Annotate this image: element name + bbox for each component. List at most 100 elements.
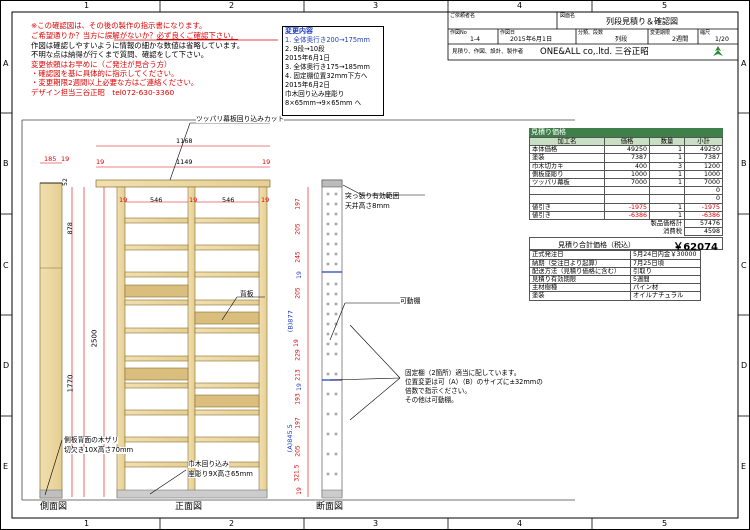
section-dim: 197 bbox=[294, 417, 302, 429]
grid-row-e-right: E bbox=[741, 462, 747, 471]
note-movable: 可動棚 bbox=[400, 297, 421, 305]
estimate-cell: 7000 bbox=[684, 178, 723, 188]
change-line-2: 2. 9段→10段 bbox=[285, 45, 325, 53]
note-side-1: 側板背面の木ザリ bbox=[64, 436, 119, 444]
dim-1168: 1168 bbox=[176, 137, 193, 145]
instruction-line-1: ※この確認図は、その後の製作の指示書になります。 bbox=[31, 21, 207, 30]
dim-19: 19 bbox=[189, 196, 198, 204]
shelves bbox=[124, 217, 260, 468]
dim-878: 878 bbox=[65, 222, 74, 235]
info-row: 塗装オイルナチュラル bbox=[529, 291, 701, 301]
dim-19: 19 bbox=[96, 158, 105, 166]
grid-col-2: 2 bbox=[229, 1, 235, 10]
section-dim: 229 bbox=[294, 349, 302, 361]
instruction-line-7: ・変更期限2週間以上必要な方はご連絡ください。 bbox=[31, 78, 199, 87]
side-notch bbox=[39, 489, 63, 499]
note-backboard: 背板 bbox=[240, 290, 254, 298]
note-tsukkake-1: 突っ張り有効範囲 bbox=[345, 192, 400, 200]
grid-col-1: 1 bbox=[84, 1, 90, 10]
grid-row-a-right: A bbox=[741, 59, 747, 68]
dim-52: 52 bbox=[61, 178, 69, 186]
work-no-label: 作図No bbox=[450, 30, 467, 36]
dim-1770: 1770 bbox=[66, 374, 75, 393]
side-view-label: 側面図 bbox=[40, 502, 68, 512]
grid-row-b-right: B bbox=[741, 159, 747, 168]
dim-19: 19 bbox=[261, 196, 270, 204]
period: 2週間 bbox=[672, 36, 689, 43]
scale: 1/20 bbox=[715, 36, 729, 43]
section-dim: 193 bbox=[294, 393, 302, 405]
estimate-cell: 1200 bbox=[684, 161, 723, 171]
side-view-drawing bbox=[39, 182, 63, 499]
dim-546: 546 bbox=[150, 196, 163, 204]
dim-19: 19 bbox=[262, 158, 271, 166]
section-dim: (A)845.5 bbox=[285, 424, 294, 453]
date-label: 作図日 bbox=[500, 30, 516, 36]
tax-label: 消費税 bbox=[663, 228, 682, 236]
estimate-header: 小計 bbox=[684, 136, 723, 147]
note-side-2: 切欠き10X高さ70mm bbox=[64, 446, 134, 454]
maker-label: 見積り、作図、設計、製作者 bbox=[452, 49, 524, 55]
total-value: ￥62074 bbox=[673, 242, 718, 254]
subtotal-value: 57476 bbox=[684, 219, 723, 229]
note-tsukkake-2: 天井高さ8mm bbox=[345, 202, 390, 210]
instruction-line-4: 不明な点は納得が行くまで質問、確認をして下さい。 bbox=[31, 50, 209, 59]
grid-row-d-right: D bbox=[741, 361, 748, 370]
back-board-left bbox=[124, 284, 189, 298]
change-line-4: 3. 全体奥行き175→185mm bbox=[285, 63, 370, 71]
grid-col-1-bottom: 1 bbox=[84, 519, 90, 528]
section-dim: 205 bbox=[294, 445, 302, 457]
estimate-header-row: 加工名 価格 数量 小計 bbox=[529, 136, 723, 147]
category-label: 分類、段数 bbox=[578, 30, 604, 36]
back-board-right bbox=[194, 311, 260, 325]
section-dim: 205 bbox=[294, 287, 302, 299]
section-base bbox=[321, 489, 343, 499]
dim-19: 19 bbox=[119, 196, 128, 204]
instruction-line-2a: ご希望通りか？当方に誤解がないか？ bbox=[31, 31, 157, 40]
change-line-1: 1. 全体奥行き200→175mm bbox=[285, 36, 370, 44]
note-fixed-3: 倍数で指示ください。 bbox=[405, 387, 471, 395]
estimate-cell: -1975 bbox=[684, 202, 723, 212]
tax-value: 4598 bbox=[684, 227, 723, 237]
section-outline bbox=[321, 179, 343, 498]
info-value: オイルナチュラル bbox=[630, 291, 701, 301]
drawing-name-label: 図面名 bbox=[560, 13, 576, 19]
info-row: 配送方法（見積り価格に含む）引取り bbox=[529, 266, 701, 277]
section-dim: 19 bbox=[295, 271, 303, 279]
grid-row-d: D bbox=[3, 361, 10, 370]
change-title: 変更内容 bbox=[285, 27, 313, 35]
date: 2015年6月1日 bbox=[510, 36, 553, 43]
back-board-left-2 bbox=[124, 367, 189, 381]
change-line-5: 4. 固定棚位置32mm下方へ bbox=[285, 72, 368, 80]
work-no: 1-4 bbox=[470, 36, 481, 43]
change-line-8: 8×65mm→9×65mm へ bbox=[285, 99, 362, 107]
total-box: 見積り合計価格（税込） ￥62074 bbox=[529, 237, 723, 254]
top-board bbox=[95, 179, 271, 188]
instruction-line-5: 変更依頼はお早めに（ご発注が見合う方） bbox=[31, 60, 172, 69]
section-dim: 321.5 bbox=[293, 464, 301, 482]
back-board-right-2 bbox=[194, 394, 260, 408]
note-fixed-2: 位置変更は可（A）（B）のサイズに±32mmの bbox=[405, 378, 543, 386]
grid-row-b: B bbox=[3, 159, 9, 168]
dim-19: 19 bbox=[61, 155, 70, 163]
middle-upright bbox=[187, 186, 196, 498]
subtotal-label: 製品価格計 bbox=[650, 220, 682, 228]
estimate-cell: 1000 bbox=[684, 169, 723, 180]
total-label: 見積り合計価格（税込） bbox=[558, 241, 635, 250]
instruction-line-8: デザイン担当三谷正昭 tel072-630-3360 bbox=[31, 88, 175, 97]
grid-col-5: 5 bbox=[662, 1, 668, 10]
estimate-cell: 49250 bbox=[684, 145, 723, 155]
section-dim: 19 bbox=[292, 339, 300, 347]
period-label: 変更期限 bbox=[650, 30, 671, 36]
instruction-line-2b: 必ず良くご確認下さい。 bbox=[156, 31, 238, 40]
instruction-line-2: ご希望通りか？当方に誤解がないか？必ず良くご確認下さい。 bbox=[31, 32, 238, 39]
note-base-1: 巾木回り込み bbox=[188, 460, 229, 468]
